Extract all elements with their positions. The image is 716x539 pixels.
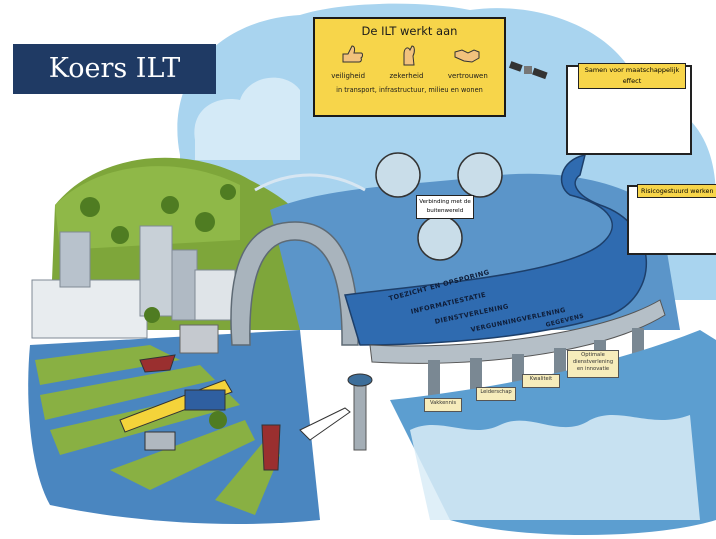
grass-strip-4	[110, 420, 255, 490]
ilt-heading: De ILT werkt aan	[361, 24, 458, 38]
pier-sign-leiderschap: Leiderschap	[476, 387, 516, 401]
pier-sign-kwaliteit: Kwaliteit	[522, 374, 560, 388]
risico-label: Risicogestuurd werken	[637, 184, 716, 198]
value-zekerheid: zekerheid	[389, 72, 424, 80]
samen-panel: Samen voor maatschappelijk effect	[566, 63, 692, 155]
value-vertrouwen: vertrouwen	[447, 72, 488, 80]
vehicles	[119, 354, 351, 471]
value-veiligheid: veiligheid	[331, 72, 366, 80]
trees	[80, 184, 236, 429]
thumbs-up-icon	[342, 45, 363, 63]
airplane	[299, 407, 351, 441]
crossed-fingers-icon	[403, 45, 416, 66]
arch-structure	[230, 221, 359, 346]
city-buildings	[31, 225, 236, 354]
pier-sign-dienstverlening: Optimale dienstverlening en innovatie	[567, 350, 619, 378]
road-ribbon	[344, 154, 647, 346]
risico-panel: Risicogestuurd werken	[627, 184, 716, 255]
ilt-footer: in transport, infrastructuur, milieu en …	[336, 86, 483, 94]
satellite-icon	[508, 61, 548, 80]
boat	[139, 354, 176, 373]
samen-label: Samen voor maatschappelijk effect	[578, 63, 686, 89]
people-medallions	[375, 152, 503, 261]
verbinding-label: Verbinding met de buitenwereld	[416, 195, 474, 219]
ship	[261, 424, 281, 471]
hill-shade	[55, 166, 240, 250]
car	[144, 431, 176, 451]
control-tower	[353, 379, 367, 451]
grass-strip-2	[40, 365, 215, 420]
pier-deck	[369, 299, 666, 364]
grass-strip-1	[35, 345, 180, 385]
waves	[410, 415, 700, 520]
cloud-puff	[194, 77, 300, 160]
pier-sign-vakkennis: Vakkennis	[424, 398, 462, 412]
handshake-icon	[454, 49, 480, 63]
distant-bridge	[254, 173, 366, 192]
page-title: Koers ILT 2021	[13, 44, 216, 134]
ilt-values-panel: De ILT werkt aan veiligheid zekerheid ve…	[313, 17, 506, 117]
truck	[184, 389, 226, 411]
